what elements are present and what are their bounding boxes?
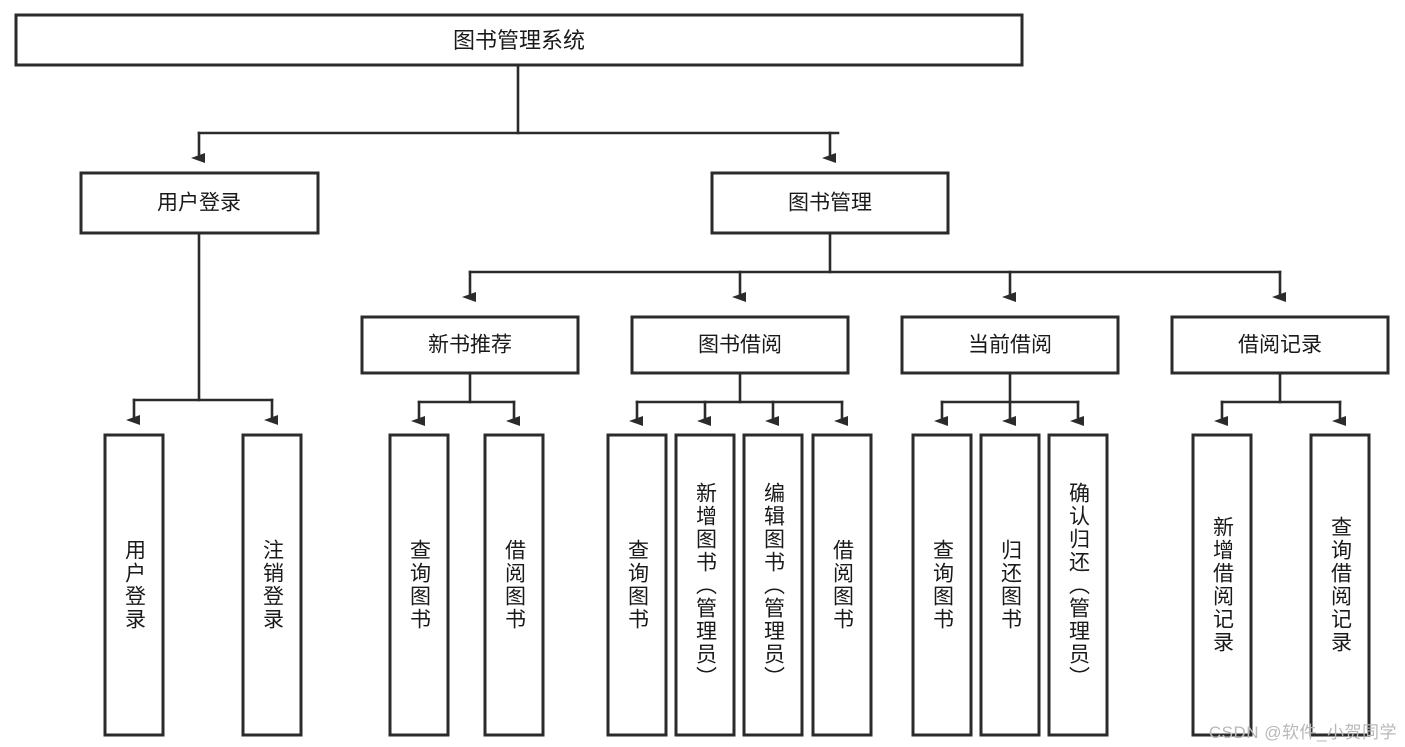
leaf-box[interactable] xyxy=(811,433,873,737)
leaf-box[interactable] xyxy=(606,433,668,737)
leaf-box[interactable] xyxy=(388,433,450,737)
watermark: CSDN @软件_小贺同学 xyxy=(1208,723,1397,742)
node-book-borrow-label: 图书借阅 xyxy=(698,334,782,357)
leaf-box[interactable] xyxy=(1047,433,1109,737)
leaf-boxes xyxy=(103,433,1371,737)
node-borrow-record[interactable]: 借阅记录 xyxy=(1170,315,1390,375)
node-root[interactable]: 图书管理系统 xyxy=(14,13,1024,67)
node-current-borrow[interactable]: 当前借阅 xyxy=(900,315,1120,375)
leaf-box[interactable] xyxy=(674,433,736,737)
leaf-box[interactable] xyxy=(979,433,1041,737)
leaf-box[interactable] xyxy=(911,433,973,737)
connector-group-current-borrow xyxy=(934,371,1084,426)
node-new-book-recommend[interactable]: 新书推荐 xyxy=(360,315,580,375)
node-book-borrow[interactable]: 图书借阅 xyxy=(630,315,850,375)
node-root-label: 图书管理系统 xyxy=(453,28,585,53)
connector-group-book-borrow xyxy=(629,371,848,426)
connector-group-book-mgmt xyxy=(462,231,1286,302)
node-book-management[interactable]: 图书管理 xyxy=(710,171,950,235)
node-borrow-record-label: 借阅记录 xyxy=(1238,334,1322,357)
connector-group-user-login xyxy=(126,231,278,425)
leaf-box[interactable] xyxy=(103,433,165,737)
node-book-management-label: 图书管理 xyxy=(788,192,872,215)
connector-group-borrow-record xyxy=(1214,371,1346,426)
leaf-box[interactable] xyxy=(483,433,545,737)
connector-group-new-book xyxy=(411,371,520,426)
node-user-login[interactable]: 用户登录 xyxy=(79,171,320,235)
leaf-box[interactable] xyxy=(1309,433,1371,737)
leaf-box[interactable] xyxy=(241,433,303,737)
leaf-box[interactable] xyxy=(742,433,804,737)
node-current-borrow-label: 当前借阅 xyxy=(968,334,1052,357)
connector-group-root xyxy=(191,63,840,163)
node-new-book-recommend-label: 新书推荐 xyxy=(428,334,512,357)
node-user-login-label: 用户登录 xyxy=(157,192,241,215)
leaf-box[interactable] xyxy=(1191,433,1253,737)
